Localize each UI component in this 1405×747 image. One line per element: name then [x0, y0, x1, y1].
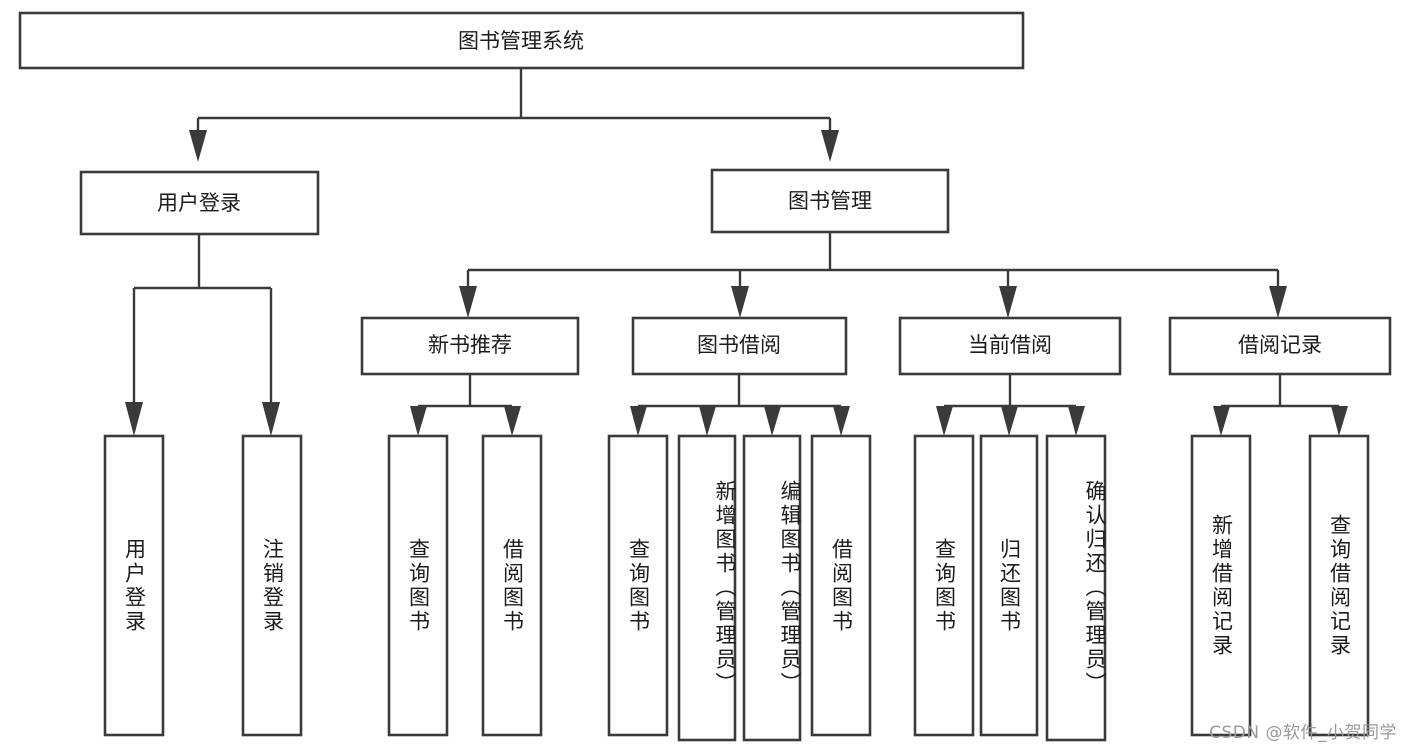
connector-book-borrow-to-leaves — [630, 374, 850, 436]
arrow-head-leaf-query-book-a — [410, 406, 427, 436]
arrow-head-new-book-rec — [459, 286, 477, 318]
arrow-head-book-manage — [821, 130, 839, 162]
node-new-book-rec-label: 新书推荐 — [428, 333, 512, 357]
leaf-box-add-record[interactable] — [1190, 434, 1252, 737]
node-book-borrow-label: 图书借阅 — [697, 333, 781, 357]
node-user-login[interactable]: 用户登录 — [79, 170, 320, 236]
leaf-box-edit-book[interactable] — [742, 434, 802, 742]
arrow-head-leaf-query-book-c — [936, 406, 953, 436]
node-borrow-record-label: 借阅记录 — [1238, 333, 1322, 357]
arrow-head-borrow-record — [1269, 286, 1287, 318]
leaf-box-query-book-c[interactable] — [913, 434, 975, 737]
node-book-manage-label: 图书管理 — [788, 189, 872, 213]
connector-current-borrow-to-leaves — [936, 374, 1085, 436]
connector-book-manage-to-level2 — [459, 232, 1287, 318]
connector-user-login-to-leaves — [125, 234, 280, 436]
arrow-head-leaf-confirm-return — [1068, 406, 1085, 436]
connector-root-to-level1 — [189, 68, 839, 162]
node-book-borrow[interactable]: 图书借阅 — [631, 316, 848, 376]
node-current-borrow[interactable]: 当前借阅 — [898, 316, 1122, 376]
watermark-text: CSDN @软件_小贺同学 — [1209, 723, 1397, 743]
node-root-box[interactable] — [18, 11, 1025, 70]
leaf-box-add-book[interactable] — [677, 434, 737, 742]
arrow-head-leaf-borrow-book-a — [504, 406, 521, 436]
leaf-box-query-book-b[interactable] — [607, 434, 669, 737]
node-user-login-label: 用户登录 — [157, 191, 241, 215]
leaf-box-logout[interactable] — [241, 434, 303, 737]
node-borrow-record-box[interactable] — [1168, 316, 1392, 376]
arrow-head-leaf-logout — [262, 402, 280, 436]
node-book-borrow-box[interactable] — [631, 316, 848, 376]
arrow-head-leaf-user-login — [125, 402, 143, 436]
node-book-manage[interactable]: 图书管理 — [710, 168, 950, 234]
leaf-box-borrow-book-b[interactable] — [810, 434, 872, 737]
node-root[interactable]: 图书管理系统 — [18, 11, 1025, 70]
connector-borrow-record-to-leaves — [1213, 374, 1348, 436]
node-book-manage-box[interactable] — [710, 168, 950, 234]
leaf-box-query-book-a[interactable] — [387, 434, 449, 737]
arrow-head-leaf-query-record — [1331, 406, 1348, 436]
arrow-head-leaf-add-record — [1213, 406, 1230, 436]
node-current-borrow-label: 当前借阅 — [968, 333, 1052, 357]
leaf-box-query-record[interactable] — [1308, 434, 1370, 737]
leaf-box-return-book[interactable] — [979, 434, 1039, 737]
node-root-label: 图书管理系统 — [458, 29, 584, 53]
connector-new-book-rec-to-leaves — [410, 374, 521, 436]
arrow-head-leaf-edit-book — [764, 406, 781, 436]
leaf-box-confirm-return[interactable] — [1045, 434, 1107, 742]
node-new-book-rec[interactable]: 新书推荐 — [360, 316, 580, 376]
arrow-head-leaf-borrow-book-b — [833, 406, 850, 436]
node-current-borrow-box[interactable] — [898, 316, 1122, 376]
arrow-head-user-login — [189, 130, 207, 162]
node-borrow-record[interactable]: 借阅记录 — [1168, 316, 1392, 376]
leaf-box-user-login[interactable] — [103, 434, 165, 737]
leaf-box-borrow-book-a[interactable] — [481, 434, 543, 737]
arrow-head-leaf-add-book — [699, 406, 716, 436]
arrow-head-leaf-return-book — [1001, 406, 1018, 436]
node-new-book-rec-box[interactable] — [360, 316, 580, 376]
arrow-head-book-borrow — [731, 286, 749, 318]
arrow-head-leaf-query-book-b — [630, 406, 647, 436]
arrow-head-current-borrow — [999, 286, 1017, 318]
